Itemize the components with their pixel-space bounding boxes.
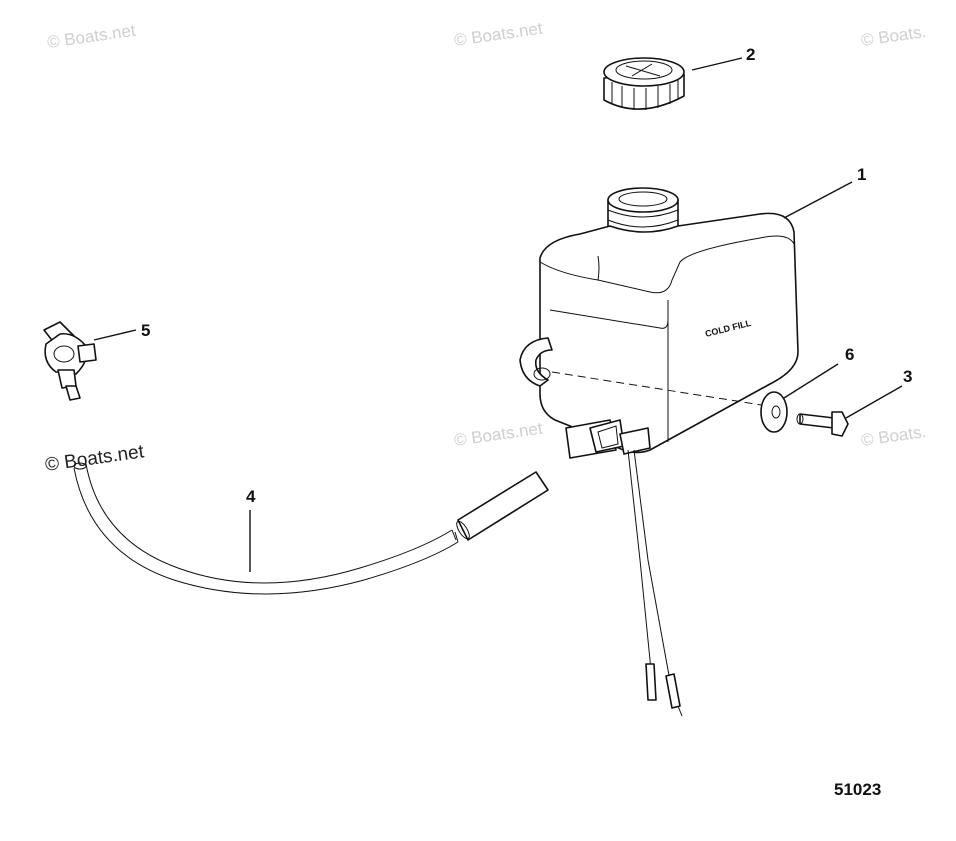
callout-4: 4 bbox=[246, 487, 256, 506]
callout-1: 1 bbox=[857, 165, 866, 184]
assembly-dashed-line bbox=[551, 371, 769, 407]
callout-3: 3 bbox=[903, 367, 912, 386]
callout-6: 6 bbox=[845, 345, 854, 364]
callout-5: 5 bbox=[141, 321, 150, 340]
reservoir-tank-part: COLD FILL bbox=[519, 187, 799, 717]
watermark-top-right: © Boats. bbox=[860, 22, 927, 50]
fitting-part bbox=[43, 321, 97, 401]
watermark-top-center: © Boats.net bbox=[453, 19, 544, 50]
watermark-mid-center: © Boats.net bbox=[453, 419, 544, 450]
leader-lines bbox=[93, 57, 903, 572]
drawing-number: 51023 bbox=[834, 780, 881, 799]
cap-part bbox=[603, 57, 685, 110]
hose-part bbox=[73, 462, 549, 595]
bolt-part bbox=[796, 411, 849, 437]
callout-2: 2 bbox=[746, 45, 755, 64]
washer-part bbox=[760, 391, 788, 433]
watermark-mid-left: © Boats.net bbox=[44, 441, 146, 476]
watermark-top-left: © Boats.net bbox=[46, 21, 137, 52]
watermark-mid-right: © Boats. bbox=[860, 422, 927, 450]
